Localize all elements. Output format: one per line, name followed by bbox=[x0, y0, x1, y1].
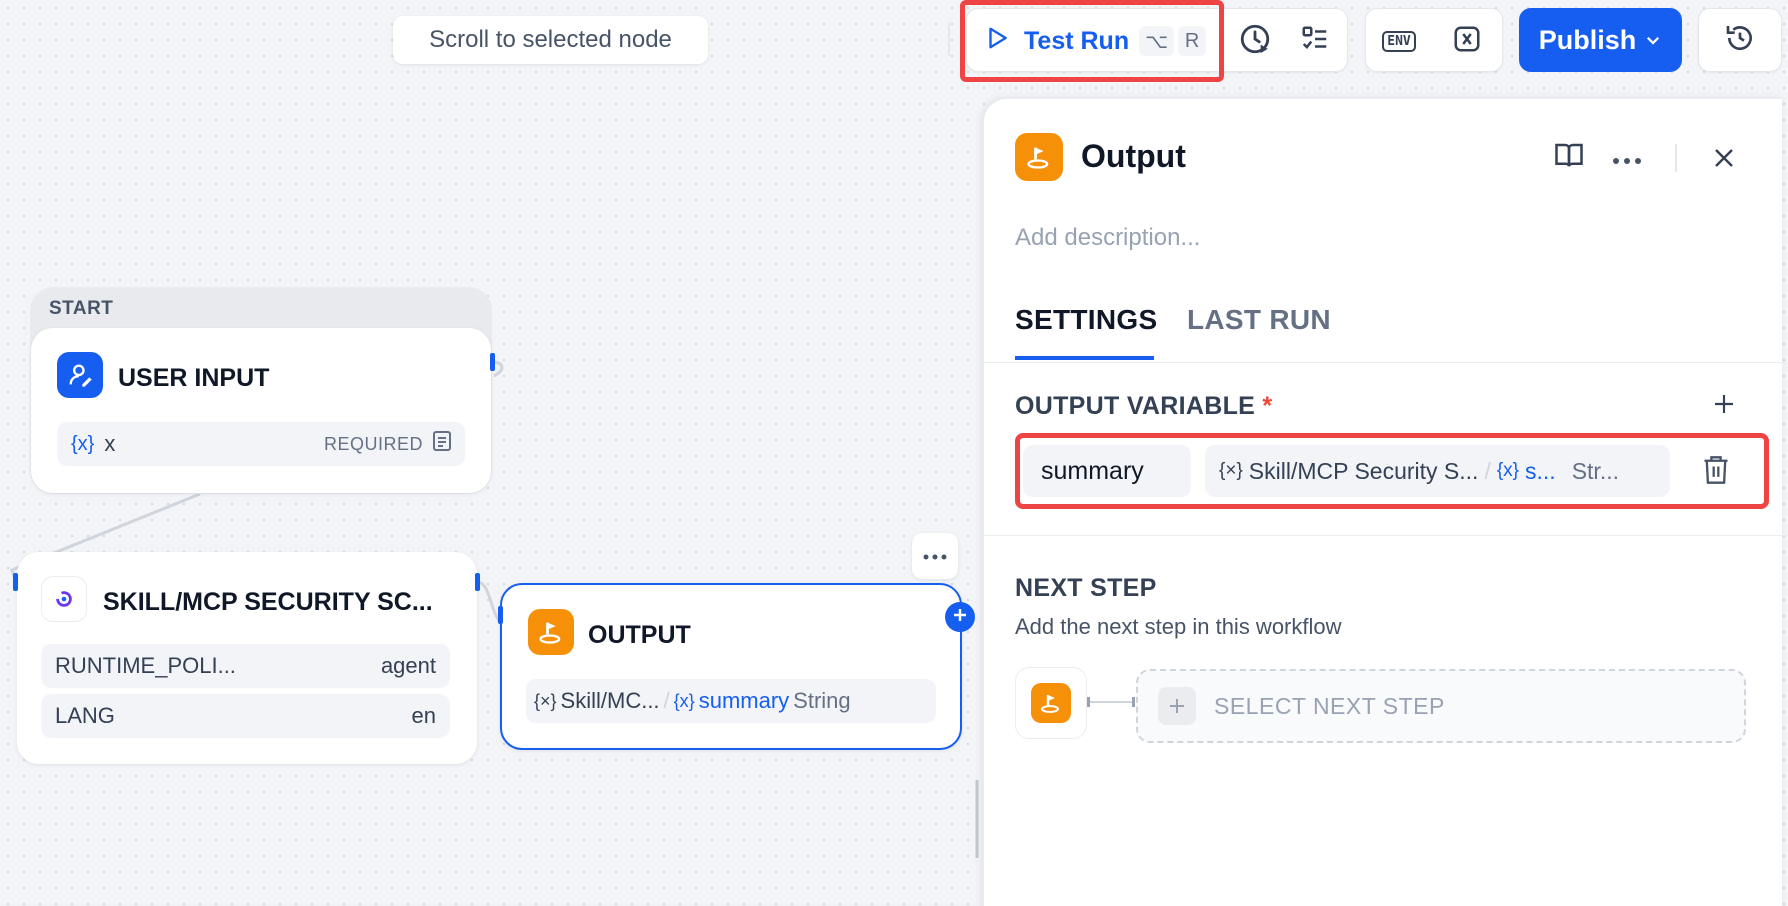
output-node[interactable]: OUTPUT {×} Skill/MC... / {x} summary Str… bbox=[500, 583, 962, 750]
output-variable-highlight bbox=[1015, 433, 1769, 509]
scroll-to-selected-node-button[interactable]: Scroll to selected node bbox=[393, 16, 708, 64]
user-input-node[interactable]: USER INPUT {x} x REQUIRED bbox=[31, 328, 491, 493]
user-input-app-icon bbox=[57, 352, 103, 398]
param-key: RUNTIME_POLI... bbox=[55, 653, 236, 678]
select-next-step-button[interactable]: SELECT NEXT STEP bbox=[1136, 669, 1746, 743]
book-icon bbox=[1554, 143, 1584, 174]
skill-param-row[interactable]: LANG en bbox=[41, 694, 450, 738]
history-icon bbox=[1724, 22, 1756, 59]
checklist-button[interactable] bbox=[1286, 12, 1344, 70]
test-run-label: Test Run bbox=[1024, 26, 1130, 55]
param-value: agent bbox=[380, 653, 436, 678]
plus-icon bbox=[1712, 395, 1736, 420]
skill-mcp-security-node[interactable]: SKILL/MCP SECURITY SC... RUNTIME_POLI...… bbox=[17, 552, 477, 764]
skill-param-row[interactable]: RUNTIME_POLI... agent bbox=[41, 644, 450, 688]
env-group bbox=[1365, 8, 1503, 72]
output-input-handle[interactable] bbox=[498, 606, 503, 624]
publish-label: Publish bbox=[1538, 24, 1637, 55]
toolbar-divider bbox=[948, 22, 950, 56]
ref-source: Skill/MCP Security S... bbox=[1248, 457, 1479, 484]
node-more-button[interactable] bbox=[912, 533, 958, 579]
variables-button[interactable] bbox=[1438, 12, 1496, 70]
tab-settings[interactable]: SETTINGS bbox=[1015, 304, 1158, 335]
output-panel-icon bbox=[1015, 133, 1063, 181]
output-variable-ref-selector[interactable]: {×} Skill/MCP Security S... / {x} s... S… bbox=[1205, 445, 1670, 497]
close-icon bbox=[1712, 149, 1736, 174]
document-icon bbox=[433, 431, 451, 457]
description-input[interactable]: Add description... bbox=[1015, 224, 1201, 251]
current-node-badge bbox=[1015, 667, 1087, 739]
start-label: START bbox=[49, 298, 114, 319]
chevron-down-icon bbox=[1644, 25, 1662, 56]
close-panel-button[interactable] bbox=[1712, 146, 1736, 175]
panel-more-button[interactable] bbox=[1612, 152, 1642, 170]
skill-app-icon bbox=[41, 576, 87, 622]
output-variable-title: OUTPUT VARIABLE * bbox=[1015, 392, 1273, 420]
user-input-variable-row[interactable]: {x} x REQUIRED bbox=[57, 422, 465, 466]
skill-output-handle[interactable] bbox=[475, 573, 480, 591]
test-run-highlight bbox=[960, 0, 1224, 82]
skill-input-handle[interactable] bbox=[13, 573, 18, 591]
run-history-button[interactable] bbox=[1226, 12, 1284, 70]
skill-node-title: SKILL/MCP SECURITY SC... bbox=[103, 588, 433, 616]
output-app-icon bbox=[528, 609, 574, 655]
variable-icon: {x} bbox=[673, 690, 695, 711]
user-input-output-handle[interactable] bbox=[490, 353, 495, 371]
variable-x-icon bbox=[1452, 24, 1482, 59]
ref-type: Str... bbox=[1571, 457, 1619, 484]
required-mark: * bbox=[1262, 392, 1273, 420]
more-horizontal-icon bbox=[923, 547, 947, 565]
version-history-button[interactable] bbox=[1698, 8, 1782, 72]
section-divider bbox=[983, 535, 1788, 536]
tabs-divider bbox=[983, 362, 1788, 363]
variable-icon: {x} bbox=[1496, 460, 1520, 481]
source-node-icon: {×} bbox=[1219, 460, 1243, 481]
publish-button[interactable]: Publish bbox=[1519, 8, 1682, 72]
clock-play-icon bbox=[1238, 22, 1272, 61]
plus-icon bbox=[952, 607, 968, 628]
plus-icon bbox=[1158, 687, 1196, 725]
env-icon: ENV bbox=[1382, 30, 1416, 52]
output-node-title: OUTPUT bbox=[588, 621, 691, 649]
next-step-description: Add the next step in this workflow bbox=[1015, 614, 1342, 639]
next-step-connector bbox=[1087, 697, 1135, 707]
output-ref-row[interactable]: {×} Skill/MC... / {x} summary String bbox=[526, 679, 936, 723]
output-step-icon bbox=[1031, 683, 1071, 723]
docs-button[interactable] bbox=[1554, 140, 1584, 175]
required-label: REQUIRED bbox=[323, 433, 423, 454]
panel-header-divider bbox=[1675, 144, 1677, 172]
output-variable-name-input[interactable]: summary bbox=[1023, 445, 1191, 497]
tab-settings-underline bbox=[1015, 356, 1154, 360]
add-output-variable-button[interactable] bbox=[1712, 392, 1736, 421]
env-button[interactable]: ENV bbox=[1370, 12, 1428, 70]
test-run-button[interactable]: Test Run ⌥ R bbox=[974, 12, 1214, 70]
more-horizontal-icon bbox=[1612, 152, 1642, 169]
ref-source: Skill/MC... bbox=[560, 688, 660, 713]
variable-icon: {x} bbox=[71, 432, 95, 455]
next-step-title: NEXT STEP bbox=[1015, 574, 1157, 602]
ref-variable: summary bbox=[698, 688, 790, 713]
variable-name: x bbox=[104, 431, 116, 456]
node-settings-panel bbox=[983, 98, 1783, 906]
tab-last-run[interactable]: LAST RUN bbox=[1187, 304, 1331, 335]
shortcut-r-key: R bbox=[1178, 26, 1207, 56]
delete-variable-button[interactable] bbox=[1702, 455, 1730, 490]
param-key: LANG bbox=[55, 703, 115, 728]
trash-icon bbox=[1702, 456, 1730, 489]
ref-separator: / bbox=[1484, 457, 1491, 484]
shortcut-alt-key: ⌥ bbox=[1139, 26, 1175, 56]
add-next-node-button[interactable] bbox=[945, 602, 975, 632]
ref-separator: / bbox=[663, 688, 670, 713]
checklist-icon bbox=[1300, 24, 1330, 59]
user-input-title: USER INPUT bbox=[118, 364, 270, 392]
play-icon bbox=[984, 25, 1010, 58]
param-value: en bbox=[411, 703, 436, 728]
ref-type: String bbox=[793, 688, 851, 713]
select-next-step-label: SELECT NEXT STEP bbox=[1214, 692, 1445, 719]
panel-title[interactable]: Output bbox=[1081, 138, 1186, 174]
source-node-icon: {×} bbox=[534, 690, 557, 711]
ref-variable: s... bbox=[1525, 457, 1556, 484]
